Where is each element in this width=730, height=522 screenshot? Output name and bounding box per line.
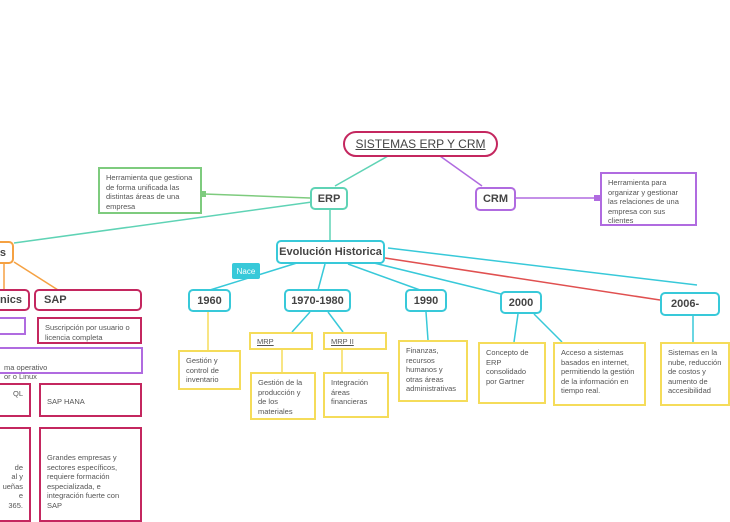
left-branch-header[interactable]: s — [0, 241, 14, 264]
left-partial-2: de al y ueñas e 365. — [0, 427, 31, 522]
period-1960-item: Gestión y control de inventario — [178, 350, 241, 390]
period-2006-item-text: Sistemas en la nube, reducción de costos… — [668, 348, 722, 395]
crm-node[interactable]: CRM — [475, 187, 516, 211]
period-2006[interactable]: 2006- — [660, 292, 720, 316]
mrp-ii-label: MRP II — [331, 337, 354, 346]
left-branch-header-label: s — [0, 246, 6, 259]
sap-users-text: Grandes empresas y sectores específicos,… — [47, 453, 120, 510]
crm-note-text: Herramienta para organizar y gestionar l… — [608, 178, 679, 225]
left-partial-1: QL — [0, 383, 31, 417]
mrp-detail-text: Gestión de la producción y de los materi… — [258, 378, 303, 416]
period-2000-item-2: Acceso a sistemas basados en internet, p… — [553, 342, 646, 406]
period-1990-label: 1990 — [413, 294, 439, 307]
period-2006-item: Sistemas en la nube, reducción de costos… — [660, 342, 730, 406]
title-label: SISTEMAS ERP Y CRM — [355, 137, 486, 151]
period-1970-1980[interactable]: 1970-1980 — [284, 289, 351, 312]
period-2000-item-1: Concepto de ERP consolidado por Gartner — [478, 342, 546, 404]
mrp-detail: Gestión de la producción y de los materi… — [250, 372, 316, 420]
title-node[interactable]: SISTEMAS ERP Y CRM — [343, 131, 498, 157]
erp-note-text: Herramienta que gestiona de forma unific… — [106, 173, 193, 211]
sap-hana-text: SAP HANA — [47, 397, 85, 406]
mrp-ii-detail: Integración áreas financieras — [323, 372, 389, 418]
left-col1-header[interactable]: nics — [0, 289, 30, 311]
erp-note: Herramienta que gestiona de forma unific… — [98, 167, 202, 214]
left-partial-1-text: QL — [12, 389, 23, 398]
period-1990-item-text: Finanzas, recursos humanos y otras áreas… — [406, 346, 457, 393]
period-1970-1980-label: 1970-1980 — [291, 294, 344, 307]
period-1960-item-text: Gestión y control de inventario — [186, 356, 219, 384]
period-1960[interactable]: 1960 — [188, 289, 231, 312]
sap-users: Grandes empresas y sectores específicos,… — [39, 427, 142, 522]
crm-note: Herramienta para organizar y gestionar l… — [600, 172, 697, 226]
mrp-ii-detail-text: Integración áreas financieras — [331, 378, 369, 406]
erp-node[interactable]: ERP — [310, 187, 348, 210]
left-col1-box — [0, 317, 26, 335]
sap-header-label: SAP — [44, 294, 67, 306]
period-1960-label: 1960 — [197, 294, 222, 307]
period-2006-label: 2006- — [671, 298, 700, 310]
left-partial-2-text: de al y ueñas e 365. — [2, 462, 23, 510]
evolucion-node[interactable]: Evolución Historica — [276, 240, 385, 264]
sap-license-text: Suscripción por usuario o licencia compl… — [45, 323, 130, 342]
os-note: ma operativo or o Linux — [0, 347, 143, 381]
period-2000-item-2-text: Acceso a sistemas basados en internet, p… — [561, 348, 635, 395]
mrp-ii-node[interactable]: MRP II — [323, 332, 387, 350]
mrp-label: MRP — [257, 337, 274, 346]
sap-hana: SAP HANA — [39, 383, 142, 417]
period-2000[interactable]: 2000 — [500, 291, 542, 314]
sap-header[interactable]: SAP — [34, 289, 142, 311]
erp-label: ERP — [317, 192, 341, 205]
connector-lines — [3, 155, 698, 372]
mrp-node[interactable]: MRP — [249, 332, 313, 350]
os-note-text: ma operativo or o Linux — [4, 362, 48, 382]
left-col1-header-label: nics — [0, 294, 22, 306]
period-1990-item: Finanzas, recursos humanos y otras áreas… — [398, 340, 468, 402]
crm-label: CRM — [482, 193, 509, 205]
period-2000-item-1-text: Concepto de ERP consolidado por Gartner — [486, 348, 529, 386]
evolucion-label: Evolución Historica — [279, 246, 382, 258]
nace-tag-label: Nace — [236, 266, 256, 276]
sap-license: Suscripción por usuario o licencia compl… — [37, 317, 142, 344]
nace-tag: Nace — [232, 263, 260, 279]
period-1990[interactable]: 1990 — [405, 289, 447, 312]
period-2000-label: 2000 — [508, 296, 534, 309]
